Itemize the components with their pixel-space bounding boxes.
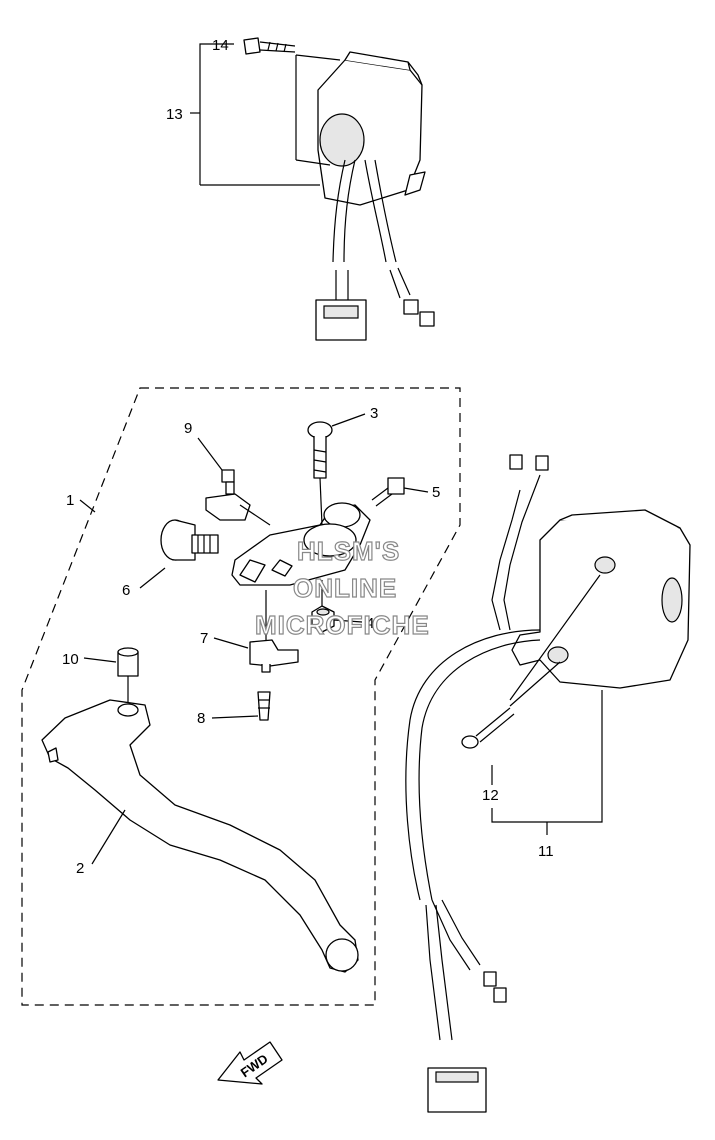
fwd-direction-arrow: FWD bbox=[217, 1041, 283, 1085]
callout-5: 5 bbox=[432, 484, 440, 501]
screw-12 bbox=[461, 707, 515, 749]
callout-14: 14 bbox=[212, 37, 229, 54]
bolt-5 bbox=[371, 477, 405, 507]
callout-11: 11 bbox=[538, 843, 554, 860]
clip bbox=[205, 493, 251, 521]
clutch-lever-2 bbox=[41, 699, 359, 973]
lever-assembly-boundary bbox=[21, 387, 461, 1006]
watermark-line-1: HLSM'S bbox=[297, 536, 400, 566]
callout-3: 3 bbox=[370, 405, 378, 422]
callout-6: 6 bbox=[122, 582, 130, 599]
handlebar-switch-right bbox=[509, 509, 691, 707]
callout-10: 10 bbox=[62, 651, 79, 668]
watermark: HLSM'S ONLINE MICROFICHE bbox=[254, 535, 430, 640]
callout-7: 7 bbox=[200, 630, 208, 647]
callout-13: 13 bbox=[166, 106, 183, 123]
handlebar-switch-left bbox=[315, 51, 435, 341]
clutch-switch-7 bbox=[249, 639, 299, 673]
watermark-line-3: MICROFICHE bbox=[255, 610, 430, 640]
callout-8: 8 bbox=[197, 710, 205, 727]
screw-8 bbox=[257, 691, 271, 721]
callout-12: 12 bbox=[482, 787, 499, 804]
adjuster-knob bbox=[160, 519, 219, 561]
watermark-line-2: ONLINE bbox=[293, 573, 397, 603]
bolt-3 bbox=[307, 421, 333, 479]
callout-4: 4 bbox=[366, 615, 374, 632]
screw-9 bbox=[221, 469, 235, 495]
callout-9: 9 bbox=[184, 420, 192, 437]
callout-1: 1 bbox=[66, 492, 74, 509]
collar-10 bbox=[117, 647, 139, 677]
lever-holder bbox=[231, 502, 371, 586]
screw-14 bbox=[243, 37, 296, 55]
callout-2: 2 bbox=[76, 860, 84, 877]
nut-4 bbox=[311, 605, 335, 633]
